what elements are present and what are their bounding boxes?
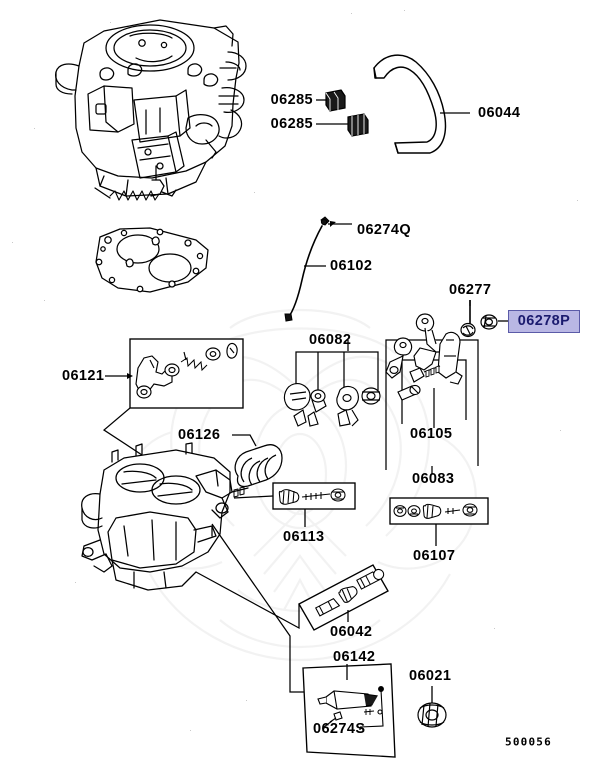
- scan-speck: [12, 242, 13, 243]
- label-06274Q: 06274Q: [357, 221, 411, 238]
- part-gasket: [95, 227, 209, 293]
- contents-06042: [315, 568, 385, 617]
- scan-speck: [351, 13, 352, 14]
- part-06044-hose: [373, 54, 447, 154]
- label-06083: 06083: [412, 470, 455, 487]
- figure-number: 500056: [505, 735, 552, 749]
- scan-speck: [577, 200, 578, 201]
- part-pipe-end: [284, 313, 293, 322]
- part-06102-pipe: [287, 225, 323, 319]
- contents-06082: [283, 383, 381, 427]
- scan-speck: [190, 730, 191, 731]
- label-06277: 06277: [449, 281, 492, 298]
- label-06044: 06044: [478, 104, 521, 121]
- label-06121: 06121: [62, 367, 105, 384]
- label-06107: 06107: [413, 547, 456, 564]
- leader-06285: [316, 99, 348, 125]
- part-06021: [417, 702, 447, 728]
- scan-speck: [254, 192, 255, 193]
- leader-06121: [105, 373, 133, 379]
- leader-06274Q: [328, 221, 352, 227]
- part-06285-lower: [347, 113, 369, 137]
- label-06285-upper: 06285: [270, 91, 313, 108]
- label-06021: 06021: [409, 667, 452, 684]
- scan-speck: [44, 300, 45, 301]
- part-06274Q-clip: [320, 216, 330, 226]
- contents-06142: [317, 686, 384, 728]
- carburetor-body-upper: [55, 19, 247, 201]
- scan-speck: [75, 582, 76, 583]
- label-06082: 06082: [309, 331, 352, 348]
- label-06285-lower: 06285: [270, 115, 313, 132]
- contents-06107: [393, 503, 478, 519]
- box-06142: [302, 663, 396, 758]
- contents-06105: [385, 313, 463, 401]
- label-06274S: 06274S: [313, 720, 366, 737]
- part-06278P: [480, 314, 498, 330]
- highlighted-part-label-06278P[interactable]: 06278P: [508, 310, 580, 333]
- scan-speck: [560, 430, 561, 431]
- scan-speck: [494, 628, 495, 629]
- contents-06113: [278, 488, 346, 505]
- leader-body-to-06113: [233, 495, 274, 499]
- label-06113: 06113: [283, 528, 325, 545]
- part-06277: [460, 300, 476, 338]
- leader-06126: [232, 434, 257, 447]
- label-06105: 06105: [410, 425, 453, 442]
- scan-speck: [110, 22, 111, 23]
- part-06285-upper: [325, 89, 346, 112]
- scan-speck: [246, 700, 247, 701]
- label-06142: 06142: [333, 648, 376, 665]
- carburetor-body-lower: [81, 442, 249, 591]
- label-06042: 06042: [330, 623, 373, 640]
- scan-speck: [404, 10, 405, 11]
- leader-body-to-kits: [195, 523, 304, 693]
- label-06126: 06126: [178, 426, 221, 443]
- scan-speck: [34, 128, 35, 129]
- label-06102: 06102: [330, 257, 373, 274]
- part-06126-spring: [234, 444, 283, 488]
- contents-06121: [135, 342, 238, 399]
